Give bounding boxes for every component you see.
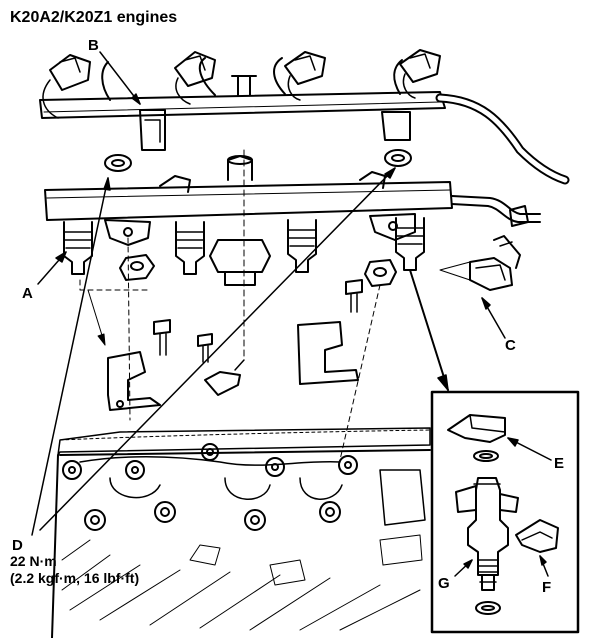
injector-connector-c [439, 235, 521, 291]
cylinder-head [51, 427, 431, 638]
callout-d: D [12, 537, 23, 554]
injector-detail-inset [430, 390, 580, 634]
leader-lines [31, 51, 506, 536]
fuel-rail [44, 155, 541, 246]
callout-a: A [22, 285, 33, 302]
callout-f: F [542, 579, 552, 596]
callout-c: C [505, 337, 516, 354]
callout-e: E [554, 455, 565, 472]
diagram-title: K20A2/K20Z1 engines [10, 9, 178, 26]
injector-harness [39, 49, 570, 361]
injector-row [63, 149, 425, 286]
torque-imperial: (2.2 kgf·m, 16 lbf·ft) [10, 570, 140, 586]
injector-2 [175, 221, 205, 275]
injector-3 [287, 219, 317, 273]
injector-4 [395, 217, 425, 271]
injector-1 [63, 221, 93, 275]
callout-g: G [438, 575, 450, 592]
torque-spec: 22 N·m (2.2 kgf·m, 16 lbf·ft) [10, 553, 139, 587]
callout-b: B [88, 37, 99, 54]
fasteners [107, 254, 397, 411]
torque-nm: 22 N·m [10, 553, 57, 569]
